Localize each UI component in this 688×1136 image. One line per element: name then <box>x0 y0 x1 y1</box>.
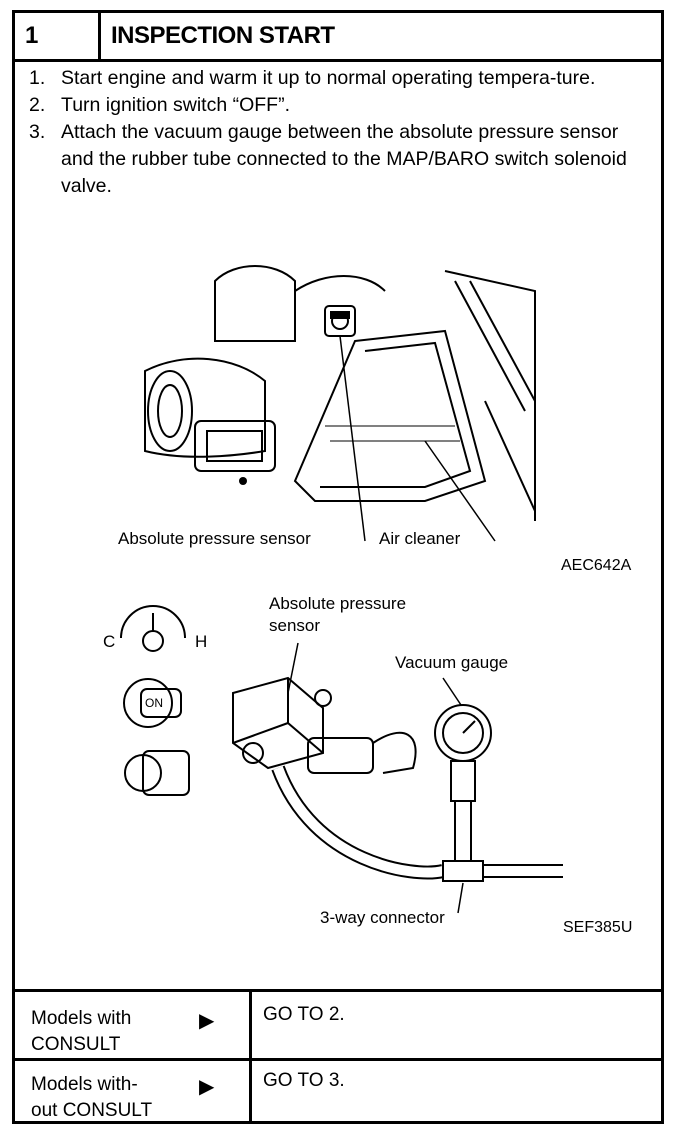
step-number: 1 <box>15 13 101 59</box>
label-sensor-line1: Absolute pressure <box>269 594 407 613</box>
step-index: 2. <box>29 94 46 116</box>
step-title: INSPECTION START <box>111 22 335 49</box>
step-text: Attach the vacuum gauge between the abso… <box>61 121 627 197</box>
inspection-step-frame: 1 INSPECTION START 1. Start engine and w… <box>12 10 664 1124</box>
result-condition: Models with CONSULT <box>15 992 252 1058</box>
label-3-way-connector: 3-way connector <box>320 908 445 927</box>
label-absolute-pressure-sensor-2: Absolute pressure sensor <box>269 593 406 637</box>
step-text: Start engine and warm it up to normal op… <box>61 67 596 89</box>
label-vacuum-gauge: Vacuum gauge <box>395 653 509 672</box>
label-sensor-line2: sensor <box>269 616 321 635</box>
engine-bay-illustration <box>144 265 536 542</box>
results-table: Models with CONSULT ▶ GO TO 2. Models wi… <box>15 989 661 1124</box>
procedure-step: 2. Turn ignition switch “OFF”. <box>29 92 639 119</box>
label-air-cleaner: Air cleaner <box>379 529 461 548</box>
condition-line2: CONSULT <box>31 1034 121 1055</box>
figure-code-2: SEF385U <box>563 919 633 936</box>
condition-line1: Models with- <box>31 1074 138 1095</box>
result-action: GO TO 2. <box>263 1004 345 1025</box>
label-on: ON <box>145 696 163 710</box>
step-header: 1 INSPECTION START <box>15 13 661 62</box>
arrow-icon: ▶ <box>199 1076 215 1098</box>
condition-line2: out CONSULT <box>31 1100 153 1121</box>
step-text: Turn ignition switch “OFF”. <box>61 94 290 116</box>
condition-line1: Models with <box>31 1008 132 1029</box>
result-row: Models with CONSULT ▶ GO TO 2. <box>15 992 661 1061</box>
figure-code: AEC642A <box>561 557 632 574</box>
procedure-steps: 1. Start engine and warm it up to normal… <box>29 65 639 200</box>
step-index: 3. <box>29 121 46 143</box>
label-c: C <box>103 632 116 651</box>
result-condition: Models with- out CONSULT <box>15 1058 252 1124</box>
label-absolute-pressure-sensor: Absolute pressure sensor <box>118 529 311 548</box>
result-row: Models with- out CONSULT ▶ GO TO 3. <box>15 1058 661 1124</box>
label-h: H <box>195 632 208 651</box>
arrow-icon: ▶ <box>199 1010 215 1032</box>
vacuum-gauge-illustration <box>120 605 563 914</box>
procedure-step: 3. Attach the vacuum gauge between the a… <box>29 119 639 200</box>
step-index: 1. <box>29 67 46 89</box>
procedure-step: 1. Start engine and warm it up to normal… <box>29 65 639 92</box>
result-action: GO TO 3. <box>263 1070 345 1091</box>
